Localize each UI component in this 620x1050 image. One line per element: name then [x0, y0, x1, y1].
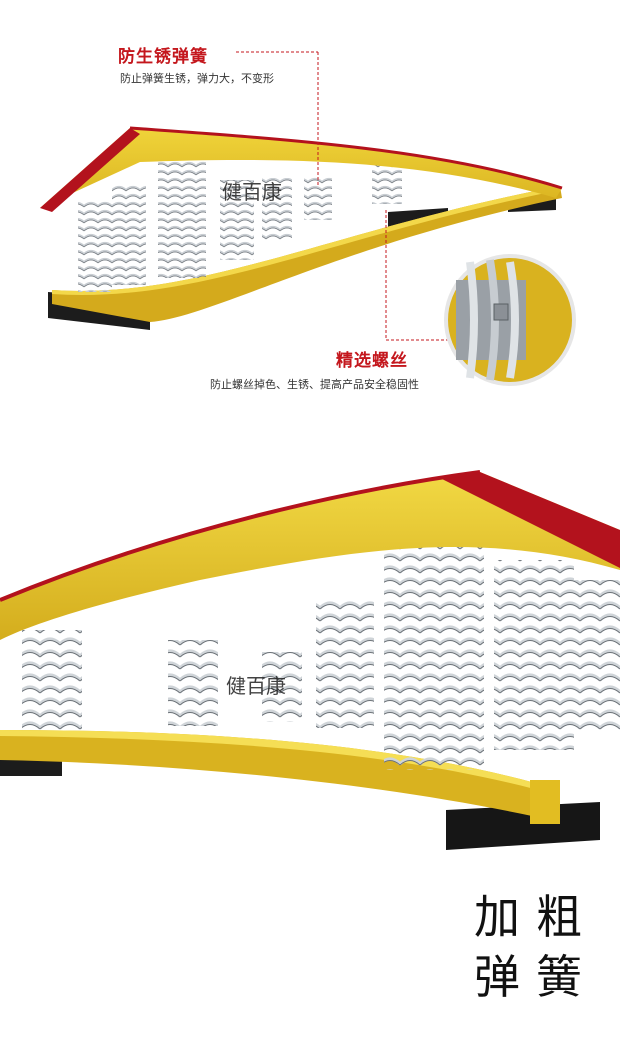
- springboard-illustration-top: [40, 51, 576, 386]
- base-foot-left: [0, 758, 62, 776]
- spring: [494, 560, 574, 750]
- spring: [316, 598, 374, 728]
- bottom-board: [52, 186, 562, 322]
- spring: [574, 580, 620, 730]
- top-board: [40, 126, 563, 212]
- slogan-char: 加: [474, 890, 520, 944]
- bottom-board: [0, 730, 560, 824]
- spring: [262, 178, 292, 240]
- screw-description: 防止螺丝掉色、生锈、提高产品安全稳固性: [210, 378, 419, 391]
- rust-proof-title: 防生锈弹簧: [118, 47, 208, 67]
- callout-leader-screw: [385, 210, 452, 341]
- spring: [262, 652, 302, 722]
- spring: [220, 180, 254, 260]
- spring: [168, 640, 218, 726]
- watermark-text: 健百康: [222, 180, 282, 204]
- callout-leader-rust: [236, 51, 319, 186]
- slogan-char: 簧: [536, 950, 582, 1004]
- slogan-char: 弹: [474, 950, 520, 1004]
- rust-proof-description: 防止弹簧生锈，弹力大，不变形: [120, 72, 274, 85]
- spring: [112, 185, 146, 285]
- screw-detail-zoom: [444, 254, 576, 386]
- springs-group: [22, 540, 620, 770]
- springs-group: [78, 160, 402, 292]
- slogan-char: 粗: [536, 890, 582, 944]
- spring: [78, 200, 112, 292]
- bottom-product-panel: 健百康 加 粗 弹 簧: [0, 430, 620, 1050]
- watermark-text: 健百康: [226, 674, 286, 698]
- screw-title: 精选螺丝: [336, 351, 408, 371]
- base-foot-right: [446, 802, 600, 850]
- spring: [384, 540, 484, 770]
- top-product-panel: 健百康 防生锈弹簧 防止弹簧生锈，弹力大，不变形 精选螺丝 防止螺丝掉色、生锈、…: [0, 0, 620, 430]
- spring: [22, 630, 82, 730]
- top-board: [0, 470, 620, 640]
- spring: [158, 160, 206, 278]
- springboard-illustration-bottom: [0, 470, 620, 850]
